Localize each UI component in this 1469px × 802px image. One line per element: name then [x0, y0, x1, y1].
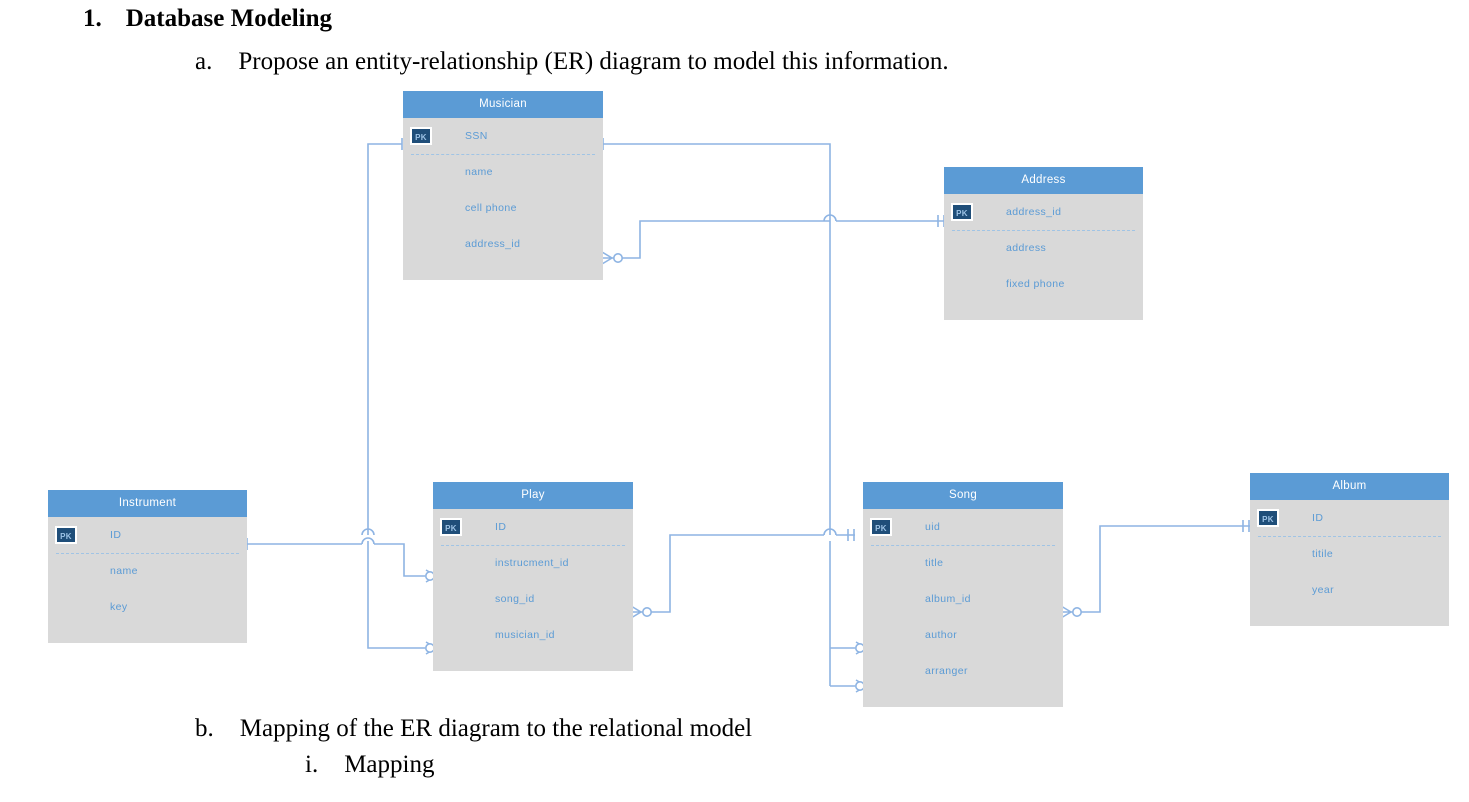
outline-item-i: i. Mapping [305, 751, 434, 779]
er-table-body: PK ID titile year [1250, 500, 1449, 608]
er-table-musician[interactable]: Musician PK SSN name cell phone address_… [403, 91, 603, 280]
outline-marker-i: i. [305, 751, 319, 778]
er-field-label: address_id [465, 238, 521, 250]
er-field-label: ID [110, 529, 122, 541]
er-table-title: Song [863, 482, 1063, 509]
er-field-fixed-phone[interactable]: fixed phone [944, 266, 1143, 302]
er-field-year[interactable]: year [1250, 572, 1449, 608]
outline-text-a: Propose an entity-relationship (ER) diag… [238, 48, 949, 75]
pk-separator [411, 154, 595, 155]
er-field-musician-id[interactable]: musician_id [433, 617, 633, 653]
er-field-id[interactable]: PK ID [433, 509, 633, 545]
er-field-cell-phone[interactable]: cell phone [403, 190, 603, 226]
er-field-title[interactable]: title [863, 545, 1063, 581]
outline-marker-1: 1. [83, 5, 102, 32]
er-field-label: ID [1312, 512, 1324, 524]
pk-badge-icon: PK [951, 203, 973, 221]
er-table-body: PK ID name key [48, 517, 247, 625]
pk-separator [441, 545, 625, 546]
outline-item-b: b. Mapping of the ER diagram to the relat… [195, 715, 752, 743]
er-field-title[interactable]: titile [1250, 536, 1449, 572]
er-field-id[interactable]: PK ID [48, 517, 247, 553]
er-table-album[interactable]: Album PK ID titile year [1250, 473, 1449, 626]
er-field-label: titile [1312, 548, 1334, 560]
er-field-label: song_id [495, 593, 535, 605]
link-musician-song-author [830, 641, 867, 655]
pk-separator [871, 545, 1055, 546]
pk-separator [1258, 536, 1441, 537]
er-field-song-id[interactable]: song_id [433, 581, 633, 617]
er-field-label: SSN [465, 130, 488, 142]
er-field-label: cell phone [465, 202, 517, 214]
er-field-instrument-id[interactable]: instrucment_id [433, 545, 633, 581]
er-table-title: Instrument [48, 490, 247, 517]
er-field-label: name [110, 565, 138, 577]
pk-badge-icon: PK [55, 526, 77, 544]
er-field-label: arranger [925, 665, 968, 677]
er-field-ssn[interactable]: PK SSN [403, 118, 603, 154]
er-field-uid[interactable]: PK uid [863, 509, 1063, 545]
er-field-label: name [465, 166, 493, 178]
pk-badge-icon: PK [1257, 509, 1279, 527]
pk-separator [952, 230, 1135, 231]
er-field-label: album_id [925, 593, 971, 605]
er-table-body: PK ID instrucment_id song_id musician_id [433, 509, 633, 653]
er-field-label: instrucment_id [495, 557, 569, 569]
pk-badge-icon: PK [410, 127, 432, 145]
er-field-label: fixed phone [1006, 278, 1065, 290]
er-field-key[interactable]: key [48, 589, 247, 625]
link-song-album [1060, 520, 1250, 619]
er-table-body: PK uid title album_id author arranger [863, 509, 1063, 689]
er-table-title: Album [1250, 473, 1449, 500]
link-instrument-play [240, 537, 437, 583]
er-field-author[interactable]: author [863, 617, 1063, 653]
link-musician-address [601, 214, 945, 265]
er-field-name[interactable]: name [403, 154, 603, 190]
er-table-song[interactable]: Song PK uid title album_id author arrang… [863, 482, 1063, 707]
er-field-arranger[interactable]: arranger [863, 653, 1063, 689]
er-table-title: Play [433, 482, 633, 509]
er-table-title: Musician [403, 91, 603, 118]
er-field-label: ID [495, 521, 507, 533]
er-table-address[interactable]: Address PK address_id address fixed phon… [944, 167, 1143, 320]
pk-badge-icon: PK [870, 518, 892, 536]
outline-marker-a: a. [195, 48, 213, 75]
er-field-label: uid [925, 521, 941, 533]
outline-text-b: Mapping of the ER diagram to the relatio… [239, 715, 753, 742]
er-field-label: address_id [1006, 206, 1062, 218]
er-table-instrument[interactable]: Instrument PK ID name key [48, 490, 247, 643]
link-play-song [630, 529, 855, 619]
er-field-album-id[interactable]: album_id [863, 581, 1063, 617]
er-table-body: PK address_id address fixed phone [944, 194, 1143, 302]
er-field-label: key [110, 601, 128, 613]
er-field-label: author [925, 629, 958, 641]
er-field-id[interactable]: PK ID [1250, 500, 1449, 536]
er-table-title: Address [944, 167, 1143, 194]
pk-badge-icon: PK [440, 518, 462, 536]
outline-text-1: Database Modeling [125, 5, 332, 32]
er-field-address[interactable]: address [944, 230, 1143, 266]
outline-item-a: a. Propose an entity-relationship (ER) di… [195, 48, 949, 76]
er-field-label: title [925, 557, 944, 569]
er-field-address-id[interactable]: address_id [403, 226, 603, 262]
pk-separator [56, 553, 239, 554]
outline-marker-b: b. [195, 715, 214, 742]
link-musician-song-arranger [830, 679, 867, 693]
er-field-label: musician_id [495, 629, 555, 641]
er-field-label: year [1312, 584, 1335, 596]
er-table-play[interactable]: Play PK ID instrucment_id song_id musici… [433, 482, 633, 671]
outline-text-i: Mapping [344, 751, 435, 778]
er-field-address-id[interactable]: PK address_id [944, 194, 1143, 230]
er-table-body: PK SSN name cell phone address_id [403, 118, 603, 262]
er-field-label: address [1006, 242, 1047, 254]
outline-item-1: 1. Database Modeling [83, 5, 332, 33]
er-field-name[interactable]: name [48, 553, 247, 589]
